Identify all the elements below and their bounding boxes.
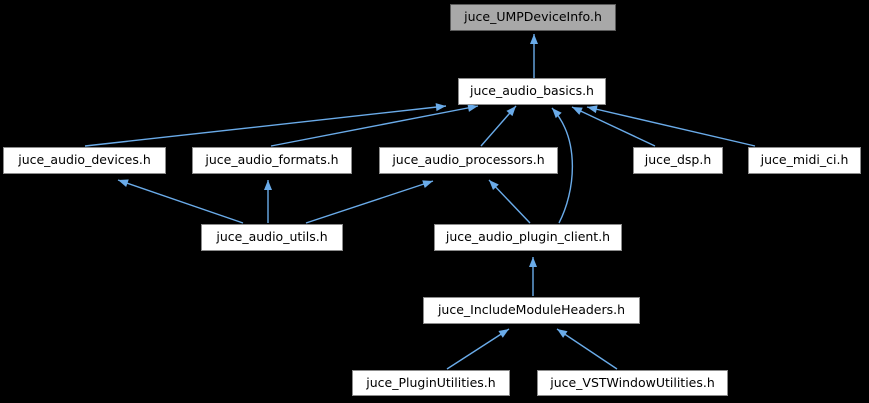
- edge-juce_VSTWindowUtilities-to-juce_IncludeModuleHeaders: [556, 328, 618, 370]
- edge-juce_audio_devices-to-juce_audio_basics: [84, 103, 447, 147]
- graph-node-juce_audio_processors[interactable]: juce_audio_processors.h: [379, 147, 558, 174]
- graph-node-juce_VSTWindowUtilities[interactable]: juce_VSTWindowUtilities.h: [537, 370, 728, 396]
- graph-node-label: juce_UMPDeviceInfo.h: [464, 9, 602, 25]
- graph-node-label: juce_audio_devices.h: [18, 152, 151, 168]
- edge-juce_audio_utils-to-juce_audio_processors: [305, 180, 434, 224]
- edge-juce_dsp-to-juce_audio_basics: [571, 106, 656, 147]
- graph-node-juce_audio_devices[interactable]: juce_audio_devices.h: [3, 147, 166, 174]
- graph-node-label: juce_audio_processors.h: [392, 152, 545, 168]
- graph-node-juce_audio_utils[interactable]: juce_audio_utils.h: [201, 224, 343, 251]
- graph-node-label: juce_IncludeModuleHeaders.h: [437, 302, 626, 318]
- graph-node-juce_audio_basics[interactable]: juce_audio_basics.h: [458, 78, 606, 105]
- edge-juce_audio_plugin_client-to-juce_audio_processors: [488, 179, 531, 224]
- graph-node-label: juce_audio_utils.h: [216, 229, 328, 245]
- graph-node-label: juce_dsp.h: [644, 152, 712, 168]
- edge-juce_audio_processors-to-juce_audio_basics: [480, 105, 517, 147]
- edge-juce_audio_plugin_client-to-juce_audio_basics: [551, 107, 574, 224]
- graph-node-juce_audio_plugin_client[interactable]: juce_audio_plugin_client.h: [434, 224, 622, 251]
- edge-juce_audio_formats-to-juce_audio_basics: [270, 103, 479, 147]
- graph-node-juce_midi_ci[interactable]: juce_midi_ci.h: [748, 147, 861, 174]
- graph-node-label: juce_PluginUtilities.h: [366, 374, 496, 390]
- graph-node-juce_audio_formats[interactable]: juce_audio_formats.h: [192, 147, 352, 174]
- graph-node-juce_UMPDeviceInfo: juce_UMPDeviceInfo.h: [450, 4, 616, 31]
- graph-node-juce_dsp[interactable]: juce_dsp.h: [633, 147, 723, 174]
- graph-node-juce_PluginUtilities[interactable]: juce_PluginUtilities.h: [352, 370, 510, 396]
- graph-node-label: juce_audio_formats.h: [205, 152, 339, 168]
- graph-node-label: juce_midi_ci.h: [760, 152, 849, 168]
- edge-juce_PluginUtilities-to-juce_IncludeModuleHeaders: [446, 328, 510, 370]
- graph-node-juce_IncludeModuleHeaders[interactable]: juce_IncludeModuleHeaders.h: [423, 297, 640, 324]
- graph-node-label: juce_audio_plugin_client.h: [445, 229, 611, 245]
- graph-node-label: juce_VSTWindowUtilities.h: [550, 374, 715, 390]
- graph-node-label: juce_audio_basics.h: [470, 83, 594, 99]
- edge-juce_audio_utils-to-juce_audio_devices: [117, 179, 244, 224]
- edge-juce_midi_ci-to-juce_audio_basics: [586, 105, 756, 147]
